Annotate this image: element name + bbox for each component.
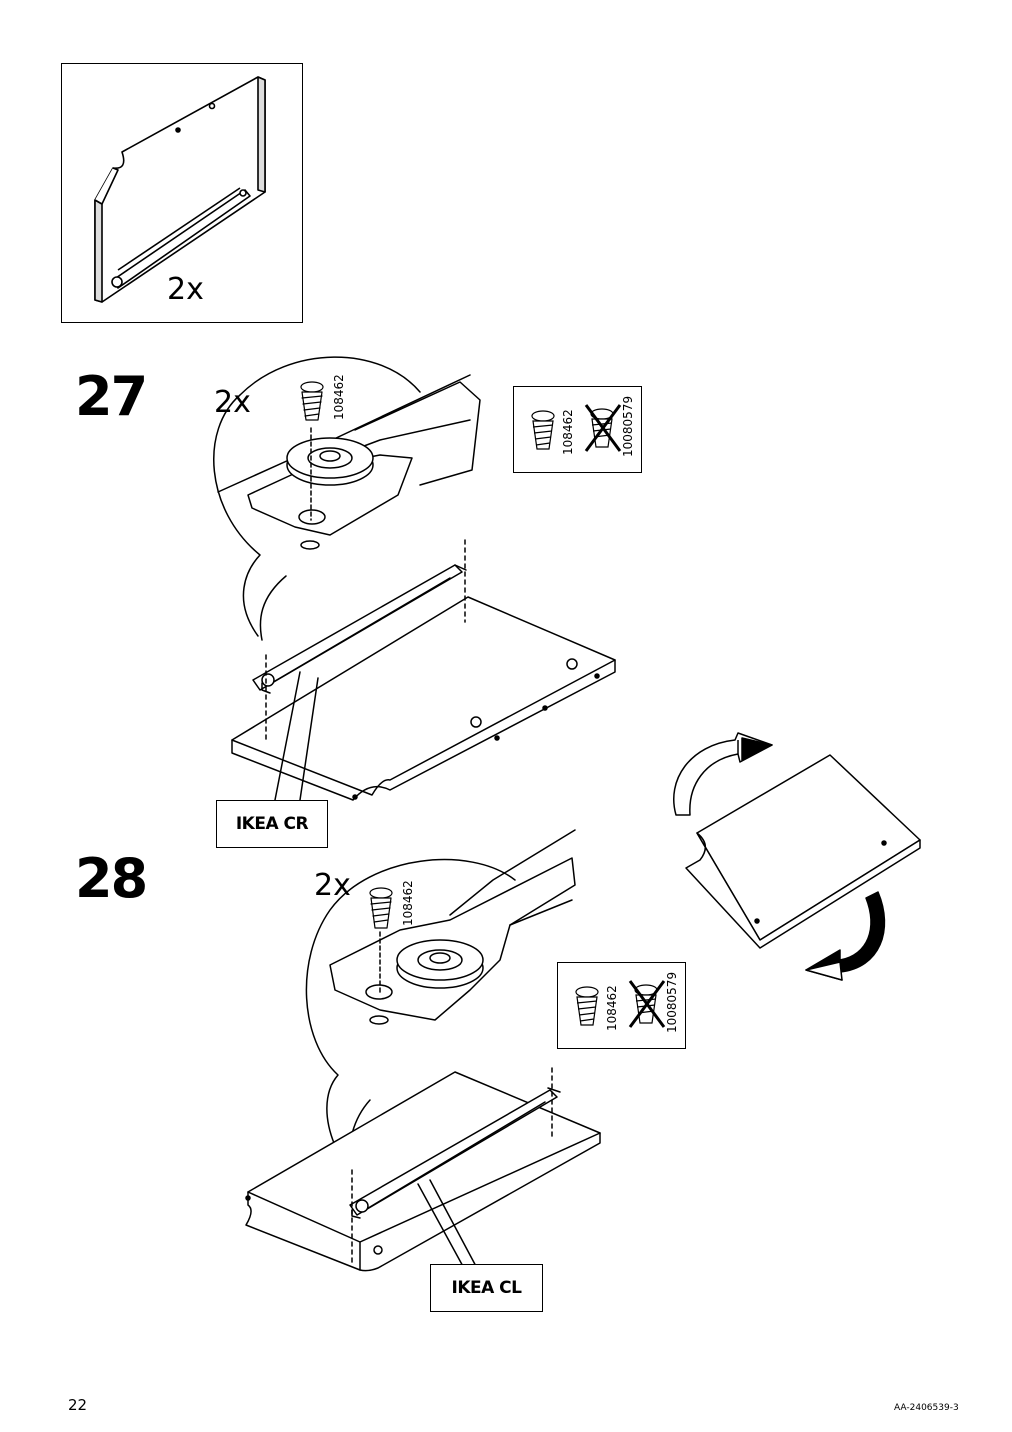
page-number: 22 — [68, 1396, 88, 1414]
overview-quantity: 2x — [167, 272, 204, 307]
step-28-wrong-code: 10080579 — [665, 971, 679, 1033]
step-28-number: 28 — [75, 847, 148, 910]
step-27-quantity: 2x — [214, 385, 251, 420]
step-28-rail-label: IKEA CL — [430, 1264, 543, 1312]
fitting-comparison-icons — [531, 404, 622, 452]
document-code: AA-2406539-3 — [894, 1403, 959, 1413]
overview-panel — [61, 63, 303, 323]
step-27-number: 27 — [75, 365, 148, 428]
step-28-screw-code: 108462 — [401, 880, 415, 926]
step-28-quantity: 2x — [314, 868, 351, 903]
step-27-rail-label-text: IKEA CR — [235, 814, 309, 834]
step-28-rail-label-text: IKEA CL — [451, 1278, 523, 1298]
step-28-info-box: 108462 10080579 — [557, 962, 686, 1049]
fitting-comparison-icons — [575, 980, 666, 1028]
step-28-correct-code: 108462 — [605, 985, 619, 1031]
step-27-info-box: 108462 10080579 — [513, 386, 642, 473]
step-27-rail-label: IKEA CR — [216, 800, 328, 848]
